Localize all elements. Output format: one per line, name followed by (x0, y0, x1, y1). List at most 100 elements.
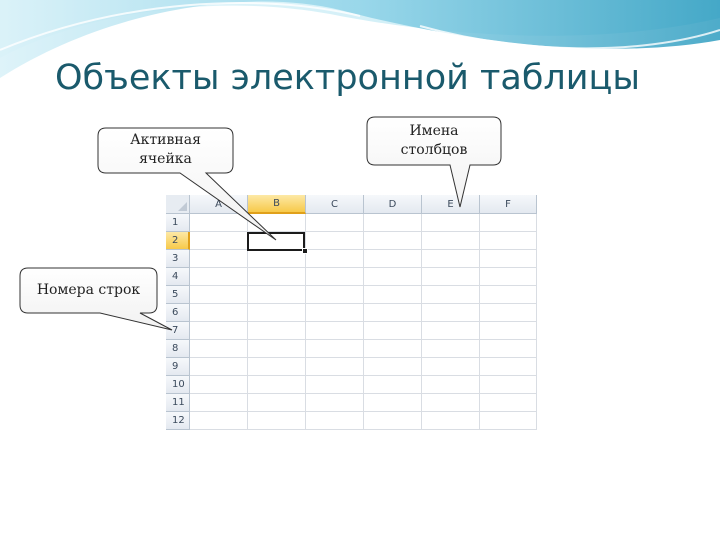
cell-d6[interactable] (364, 304, 422, 322)
row-header-2[interactable]: 2 (166, 232, 190, 250)
active-cell-frame[interactable] (247, 232, 305, 251)
row-header-6[interactable]: 6 (166, 304, 190, 322)
cell-d5[interactable] (364, 286, 422, 304)
cell-e11[interactable] (422, 394, 480, 412)
cell-e9[interactable] (422, 358, 480, 376)
cell-e12[interactable] (422, 412, 480, 430)
cell-e8[interactable] (422, 340, 480, 358)
cell-a5[interactable] (190, 286, 248, 304)
cell-c10[interactable] (306, 376, 364, 394)
cell-e10[interactable] (422, 376, 480, 394)
cell-f4[interactable] (480, 268, 537, 286)
cell-e1[interactable] (422, 214, 480, 232)
cell-f8[interactable] (480, 340, 537, 358)
row-header-1[interactable]: 1 (166, 214, 190, 232)
cell-b4[interactable] (248, 268, 306, 286)
column-header-f[interactable]: F (480, 195, 537, 214)
row-header-8[interactable]: 8 (166, 340, 190, 358)
cell-e3[interactable] (422, 250, 480, 268)
cell-e7[interactable] (422, 322, 480, 340)
cell-c2[interactable] (306, 232, 364, 250)
cell-a4[interactable] (190, 268, 248, 286)
cell-b9[interactable] (248, 358, 306, 376)
callout-column-names-line2: столбцов (400, 142, 468, 158)
cell-c4[interactable] (306, 268, 364, 286)
cell-a11[interactable] (190, 394, 248, 412)
cell-a6[interactable] (190, 304, 248, 322)
row-header-7[interactable]: 7 (166, 322, 190, 340)
cell-d8[interactable] (364, 340, 422, 358)
cell-d11[interactable] (364, 394, 422, 412)
cell-d4[interactable] (364, 268, 422, 286)
row-header-10[interactable]: 10 (166, 376, 190, 394)
cell-f12[interactable] (480, 412, 537, 430)
cell-a7[interactable] (190, 322, 248, 340)
cell-c3[interactable] (306, 250, 364, 268)
cell-c6[interactable] (306, 304, 364, 322)
cell-b1[interactable] (248, 214, 306, 232)
fill-handle[interactable] (302, 248, 308, 254)
cell-c5[interactable] (306, 286, 364, 304)
cell-d9[interactable] (364, 358, 422, 376)
column-header-e[interactable]: E (422, 195, 480, 214)
cell-a12[interactable] (190, 412, 248, 430)
cell-d3[interactable] (364, 250, 422, 268)
cell-f3[interactable] (480, 250, 537, 268)
row-header-9[interactable]: 9 (166, 358, 190, 376)
cell-f5[interactable] (480, 286, 537, 304)
cell-f9[interactable] (480, 358, 537, 376)
cell-c1[interactable] (306, 214, 364, 232)
cell-a1[interactable] (190, 214, 248, 232)
cell-b11[interactable] (248, 394, 306, 412)
cell-c7[interactable] (306, 322, 364, 340)
row-header-5[interactable]: 5 (166, 286, 190, 304)
cell-c8[interactable] (306, 340, 364, 358)
select-all-corner[interactable] (166, 195, 190, 214)
callout-column-names: Имена столбцов (367, 122, 501, 160)
row-header-4[interactable]: 4 (166, 268, 190, 286)
row-header-12[interactable]: 12 (166, 412, 190, 430)
column-header-d[interactable]: D (364, 195, 422, 214)
cell-d12[interactable] (364, 412, 422, 430)
cell-d7[interactable] (364, 322, 422, 340)
cell-e4[interactable] (422, 268, 480, 286)
spreadsheet-grid: A B C D E F 1 2 3 4 5 6 7 8 9 10 11 12 (166, 195, 537, 432)
cell-b8[interactable] (248, 340, 306, 358)
cell-a8[interactable] (190, 340, 248, 358)
cell-a3[interactable] (190, 250, 248, 268)
column-header-c[interactable]: C (306, 195, 364, 214)
cell-a9[interactable] (190, 358, 248, 376)
cell-b7[interactable] (248, 322, 306, 340)
cell-f1[interactable] (480, 214, 537, 232)
callout-active-cell-line1: Активная (130, 132, 201, 148)
cell-d1[interactable] (364, 214, 422, 232)
callout-row-numbers: Номера строк (36, 282, 141, 298)
slide-title: Объекты электронной таблицы (55, 58, 641, 98)
header-swoosh-decoration (0, 0, 720, 78)
column-header-b[interactable]: B (248, 195, 306, 214)
cell-e6[interactable] (422, 304, 480, 322)
callout-column-names-line1: Имена (409, 123, 459, 139)
cell-c12[interactable] (306, 412, 364, 430)
cell-f6[interactable] (480, 304, 537, 322)
cell-b10[interactable] (248, 376, 306, 394)
cell-d2[interactable] (364, 232, 422, 250)
row-header-3[interactable]: 3 (166, 250, 190, 268)
cell-b12[interactable] (248, 412, 306, 430)
row-header-11[interactable]: 11 (166, 394, 190, 412)
cell-e2[interactable] (422, 232, 480, 250)
cell-b6[interactable] (248, 304, 306, 322)
cell-c9[interactable] (306, 358, 364, 376)
cell-f7[interactable] (480, 322, 537, 340)
cell-b3[interactable] (248, 250, 306, 268)
cell-d10[interactable] (364, 376, 422, 394)
cell-f10[interactable] (480, 376, 537, 394)
cell-c11[interactable] (306, 394, 364, 412)
cell-f2[interactable] (480, 232, 537, 250)
cell-b5[interactable] (248, 286, 306, 304)
cell-f11[interactable] (480, 394, 537, 412)
cell-e5[interactable] (422, 286, 480, 304)
callout-active-cell-line2: ячейка (139, 151, 192, 167)
cell-a10[interactable] (190, 376, 248, 394)
